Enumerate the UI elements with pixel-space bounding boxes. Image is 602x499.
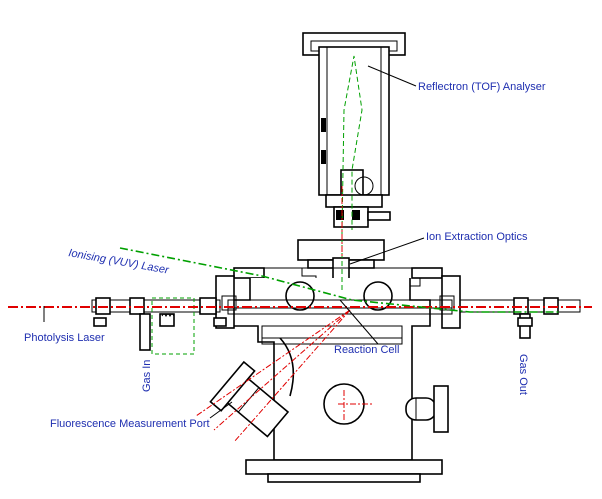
fluorescence-rays — [195, 309, 372, 443]
label-ionising-laser: Ionising (VUV) Laser — [67, 247, 170, 277]
label-gas-out: Gas Out — [517, 354, 529, 395]
leader-lines — [43, 65, 425, 419]
label-reflectron: Reflectron (TOF) Analyser — [418, 81, 546, 93]
label-reaction-cell: Reaction Cell — [334, 344, 399, 356]
right-arm — [459, 297, 581, 339]
left-arm — [91, 297, 227, 351]
label-fluorescence-port: Fluorescence Measurement Port — [50, 418, 210, 430]
label-photolysis-laser: Photolysis Laser — [24, 332, 105, 344]
reflectron-tube — [302, 32, 406, 228]
gas-inlet-box — [151, 297, 195, 355]
label-ion-optics: Ion Extraction Optics — [426, 231, 528, 243]
label-gas-in: Gas In — [141, 360, 153, 392]
ionising-laser-beam — [119, 247, 560, 313]
